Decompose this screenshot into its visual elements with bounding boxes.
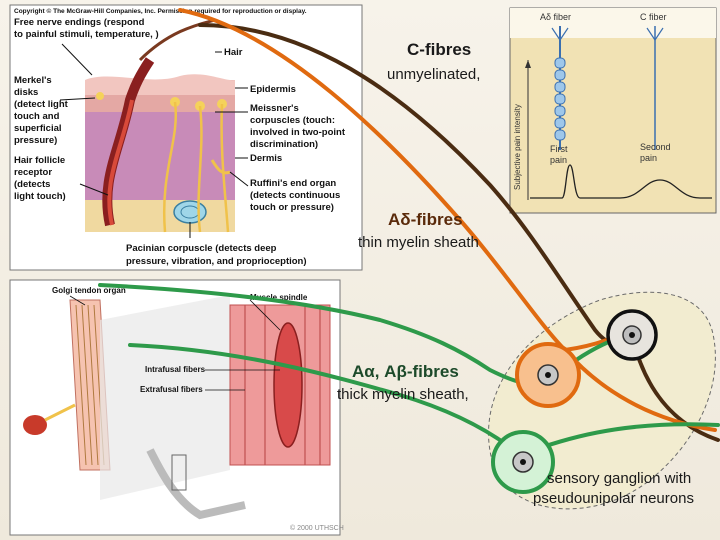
second-pain-label-2: pain: [640, 153, 657, 163]
extrafusal-label: Extrafusal fibers: [140, 385, 203, 394]
muscle-spindle-shape: [273, 322, 303, 448]
merkel-label-6: pressure): [14, 135, 57, 146]
epidermis-label: Epidermis: [250, 84, 296, 95]
muscle-leader-lines: [69, 295, 281, 391]
merkel-label-4: touch and: [14, 111, 60, 122]
first-pain-label-1: First: [550, 144, 568, 154]
first-pain-label-2: pain: [550, 155, 567, 165]
ruffini-label-2: (detects continuous: [250, 190, 340, 201]
aab-fibres-title: Aα, Aβ-fibres: [352, 362, 459, 381]
ad-fibres-title: Aδ-fibres: [388, 210, 463, 229]
tendon-organ-fibers: [75, 304, 105, 466]
pain-y-axis-label: Subjective pain intensity: [513, 104, 522, 190]
aab-fibre-line-lower: [128, 343, 522, 457]
ad-fiber-column-label: Aδ fiber: [540, 12, 571, 22]
ad-fibres-description: thin myelin sheath: [358, 234, 479, 251]
aab-fibre-soma: [491, 430, 555, 494]
merkel-label-1: Merkel's: [14, 75, 52, 86]
intrafusal-label: Intrafusal fibers: [145, 365, 206, 374]
meissner-label-2: corpuscles (touch:: [250, 115, 335, 126]
ad-fibre-soma: [515, 342, 581, 408]
aab-fibre-line-upper: [98, 283, 550, 387]
merkel-label-3: (detect light: [14, 99, 69, 110]
aab-fibres-description: thick myelin sheath,: [337, 386, 469, 403]
pain-intensity-figure: Aδ fiber C fiber Subjective pain intensi…: [509, 7, 717, 214]
skin-receptors-figure: Copyright © The McGraw-Hill Companies, I…: [9, 4, 363, 271]
meissner-label-1: Meissner's: [250, 103, 299, 114]
ganglion-label-line-1: sensory ganglion with: [547, 470, 692, 487]
pacinian-label-1: Pacinian corpuscle (detects deep: [126, 243, 277, 254]
hair-follicle-label-3: (detects: [14, 179, 50, 190]
hair-follicle-label-4: light touch): [14, 191, 66, 202]
pain-response-curve: [530, 164, 712, 199]
muscle-receptors-figure: Golgi tendon organ Muscle spindle Intraf…: [9, 279, 344, 536]
hair-follicle-label-2: receptor: [14, 167, 52, 178]
golgi-tendon-label: Golgi tendon organ: [52, 286, 126, 295]
second-pain-label-1: Second: [640, 142, 671, 152]
hair-follicle-label-1: Hair follicle: [14, 155, 65, 166]
muscle-spindle-label: Muscle spindle: [250, 293, 308, 302]
copyright-text: Copyright © The McGraw-Hill Companies, I…: [14, 7, 307, 15]
merkel-label-2: disks: [14, 87, 38, 98]
muscle-credit: © 2000 UTHSCH: [290, 524, 344, 532]
dermis-label: Dermis: [250, 153, 282, 164]
meissner-label-4: discrimination): [250, 139, 318, 150]
ganglion-label-line-2: pseudounipolar neurons: [533, 490, 694, 507]
c-fibre-soma: [606, 309, 658, 361]
c-fibres-title: C-fibres: [407, 40, 472, 59]
ruffini-label-1: Ruffini's end organ: [250, 178, 336, 189]
extrafusal-fibers: [244, 305, 321, 465]
pacinian-label-2: pressure, vibration, and proprioception): [126, 256, 307, 267]
free-nerve-label-1: Free nerve endings (respond: [14, 17, 145, 28]
merkel-label-5: superficial: [14, 123, 62, 134]
ad-fiber-myelin-segments: [554, 57, 566, 141]
c-fiber-column-label: C fiber: [640, 12, 667, 22]
meissner-label-3: involved in two-point: [250, 127, 346, 138]
free-nerve-label-2: to painful stimuli, temperature, ): [14, 29, 159, 40]
ruffini-label-3: touch or pressure): [250, 202, 334, 213]
hair-label: Hair: [224, 47, 243, 58]
skin-leader-lines: [59, 43, 249, 238]
c-fibres-description: unmyelinated,: [387, 66, 481, 83]
skin-block-illustration: [85, 18, 235, 233]
